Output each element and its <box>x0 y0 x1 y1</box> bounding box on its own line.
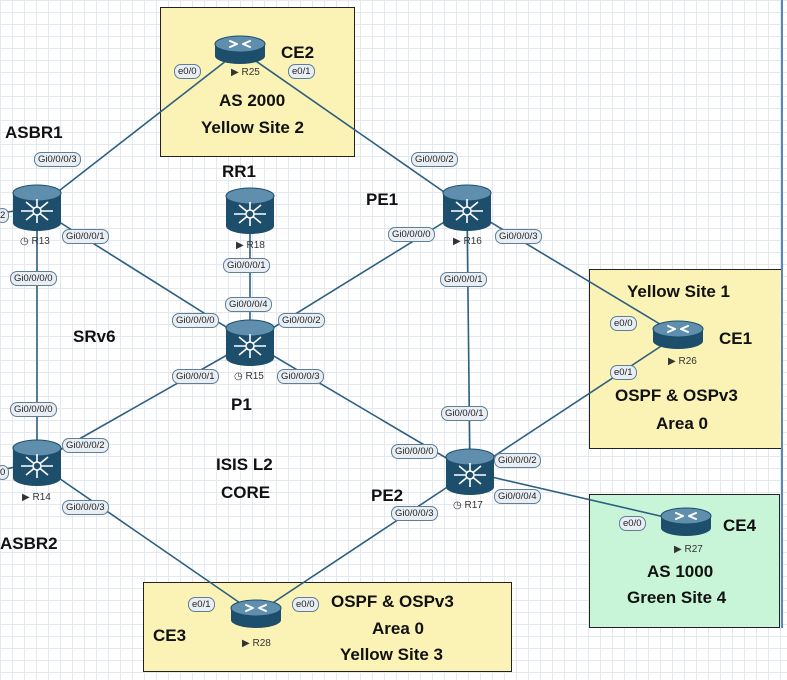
site3-line3: Yellow Site 3 <box>340 645 443 664</box>
core-router-icon <box>442 184 492 231</box>
label-ce2: CE2 <box>281 43 315 62</box>
router-icon <box>652 320 704 349</box>
label-pe2: PE2 <box>371 486 404 505</box>
core-router-icon <box>12 184 62 231</box>
label-pe1: PE1 <box>366 190 399 209</box>
router-icon <box>230 599 282 628</box>
router-r17[interactable] <box>444 447 496 504</box>
iface-r17-g2: Gi0/0/0/2 <box>494 453 541 468</box>
site4-line1: AS 1000 <box>647 562 714 581</box>
core-router-icon <box>12 439 62 486</box>
label-asbr1: ASBR1 <box>5 123 63 142</box>
router-label-r18: ▶ R18 <box>236 240 265 251</box>
iface-r18-g1: Gi0/0/0/1 <box>223 258 270 273</box>
link-r17-r28 <box>255 471 471 615</box>
site1-line1: OSPF & OSPv3 <box>615 386 738 405</box>
label-ce4: CE4 <box>723 516 757 535</box>
iface-r13-left: 2 <box>0 208 10 223</box>
iface-r14-left: 0 <box>0 465 10 480</box>
site1-box[interactable] <box>589 269 782 449</box>
iface-r15-g3: Gi0/0/0/3 <box>277 369 324 384</box>
label-p1: P1 <box>231 395 252 414</box>
iface-r28-e01: e0/1 <box>188 597 215 612</box>
label-rr1: RR1 <box>222 162 257 181</box>
router-label-r17: ◷ R17 <box>453 500 483 511</box>
label-isis-l2: ISIS L2 <box>216 455 273 474</box>
iface-r16-g1: Gi0/0/0/1 <box>440 272 487 287</box>
iface-r17-g0: Gi0/0/0/0 <box>391 444 438 459</box>
iface-r13-g3: Gi0/0/0/3 <box>34 152 81 167</box>
site1-line2: Area 0 <box>656 414 708 433</box>
label-ce1: CE1 <box>719 329 753 348</box>
router-icon <box>660 507 712 536</box>
router-label-r27: ▶ R27 <box>674 544 703 555</box>
router-r18[interactable] <box>224 186 276 243</box>
link-r16-r26 <box>466 207 679 336</box>
iface-r16-g3: Gi0/0/0/3 <box>495 229 542 244</box>
core-router-icon <box>445 448 495 495</box>
core-router-icon <box>225 187 275 234</box>
core-router-icon <box>225 319 275 366</box>
router-label-r16: ▶ R16 <box>453 236 482 247</box>
iface-r16-g0: Gi0/0/0/0 <box>388 227 435 242</box>
iface-r16-g2: Gi0/0/0/2 <box>411 152 458 167</box>
link-r25-r13 <box>36 49 241 209</box>
iface-r15-g0: Gi0/0/0/0 <box>172 313 219 328</box>
link-r17-r27 <box>469 471 687 523</box>
link-r17-r26 <box>469 334 679 473</box>
site4-line2: Green Site 4 <box>627 588 727 607</box>
ce2-box-line2: Yellow Site 2 <box>201 118 304 137</box>
ce2-site-box[interactable] <box>160 7 355 157</box>
link-r16-r17 <box>466 207 471 473</box>
iface-r26-e00: e0/0 <box>610 316 637 331</box>
iface-r13-g0: Gi0/0/0/0 <box>10 271 57 286</box>
iface-r15-g1: Gi0/0/0/1 <box>172 369 219 384</box>
iface-r17-g4: Gi0/0/0/4 <box>494 489 541 504</box>
router-icon <box>214 35 266 64</box>
router-r14[interactable] <box>11 438 63 495</box>
router-r28[interactable] <box>229 596 283 637</box>
site3-line2: Area 0 <box>372 619 424 638</box>
router-r26[interactable] <box>651 317 705 358</box>
iface-r14-g2: Gi0/0/0/2 <box>62 438 109 453</box>
ce2-box-line1: AS 2000 <box>219 91 286 110</box>
iface-r17-g1: Gi0/0/0/1 <box>441 406 488 421</box>
router-r13[interactable] <box>11 183 63 240</box>
iface-r25-e01: e0/1 <box>288 64 315 79</box>
router-label-r14: ▶ R14 <box>22 492 51 503</box>
label-asbr2: ASBR2 <box>0 534 58 553</box>
iface-r27-e00: e0/0 <box>619 516 646 531</box>
iface-r15-g4: Gi0/0/0/4 <box>225 297 272 312</box>
canvas-edge-bar <box>781 0 783 628</box>
link-r14-r28 <box>36 462 257 615</box>
iface-r15-g2: Gi0/0/0/2 <box>278 313 325 328</box>
iface-r26-e01: e0/1 <box>610 365 637 380</box>
iface-r28-e00: e0/0 <box>292 597 319 612</box>
router-label-r13: ◷ R13 <box>20 236 50 247</box>
iface-r13-g1: Gi0/0/0/1 <box>62 229 109 244</box>
router-r25[interactable] <box>213 32 267 73</box>
iface-r25-e00: e0/0 <box>174 64 201 79</box>
router-r15[interactable] <box>224 318 276 375</box>
label-core: CORE <box>221 483 271 502</box>
site3-line1: OSPF & OSPv3 <box>331 592 454 611</box>
iface-r14-g0: Gi0/0/0/0 <box>10 402 57 417</box>
label-srv6: SRv6 <box>73 327 116 346</box>
router-r16[interactable] <box>441 183 493 240</box>
link-r25-r16 <box>239 49 468 209</box>
router-label-r25: ▶ R25 <box>231 67 260 78</box>
label-ce3: CE3 <box>153 626 187 645</box>
router-label-r15: ◷ R15 <box>234 371 264 382</box>
router-label-r26: ▶ R26 <box>668 356 697 367</box>
router-label-r28: ▶ R28 <box>242 638 271 649</box>
iface-r14-g3: Gi0/0/0/3 <box>62 500 109 515</box>
site1-title: Yellow Site 1 <box>627 282 730 301</box>
iface-r17-g3: Gi0/0/0/3 <box>391 506 438 521</box>
router-r27[interactable] <box>659 504 713 545</box>
